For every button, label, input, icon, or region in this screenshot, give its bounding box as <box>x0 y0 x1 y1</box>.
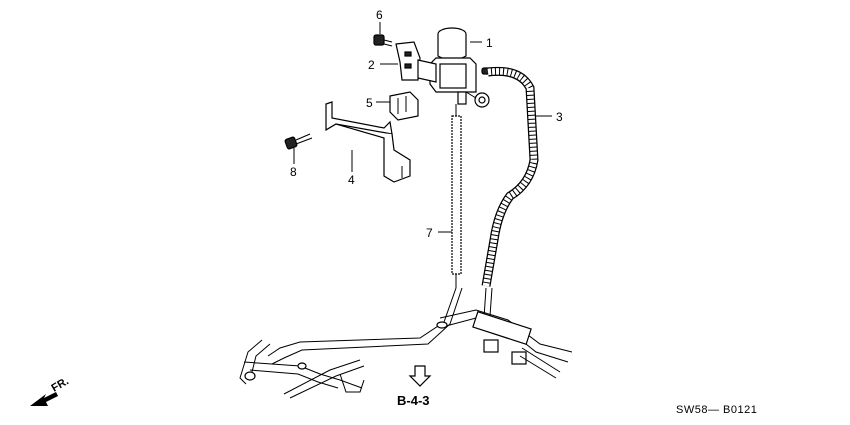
callout-2: 2 <box>368 58 375 72</box>
callout-4: 4 <box>348 173 355 187</box>
mounting-bracket-part-4[interactable] <box>325 101 411 183</box>
callout-1: 1 <box>486 36 493 50</box>
solenoid-valve-part-1[interactable] <box>417 27 493 108</box>
solenoid-bracket-part-2[interactable] <box>395 41 421 81</box>
bolt-part-6[interactable] <box>373 34 393 47</box>
front-marker-label: FR. <box>50 375 71 394</box>
reference-arrow-icon <box>408 365 432 387</box>
callout-5: 5 <box>366 96 373 110</box>
front-arrow-icon <box>30 392 58 406</box>
leader-lines <box>293 22 552 233</box>
reference-label[interactable]: B-4-3 <box>397 393 430 408</box>
vacuum-hose-part-3[interactable] <box>481 66 539 287</box>
callout-7: 7 <box>426 226 433 240</box>
callout-3: 3 <box>556 110 563 124</box>
lower-pipe-assembly <box>239 287 573 399</box>
bolt-part-8[interactable] <box>284 133 313 150</box>
callout-8: 8 <box>290 165 297 179</box>
diagram-code: SW58— B0121 <box>676 404 757 416</box>
rubber-mount-part-5[interactable] <box>389 91 419 121</box>
vacuum-hose-part-7[interactable] <box>451 104 462 288</box>
callout-6: 6 <box>376 8 383 22</box>
